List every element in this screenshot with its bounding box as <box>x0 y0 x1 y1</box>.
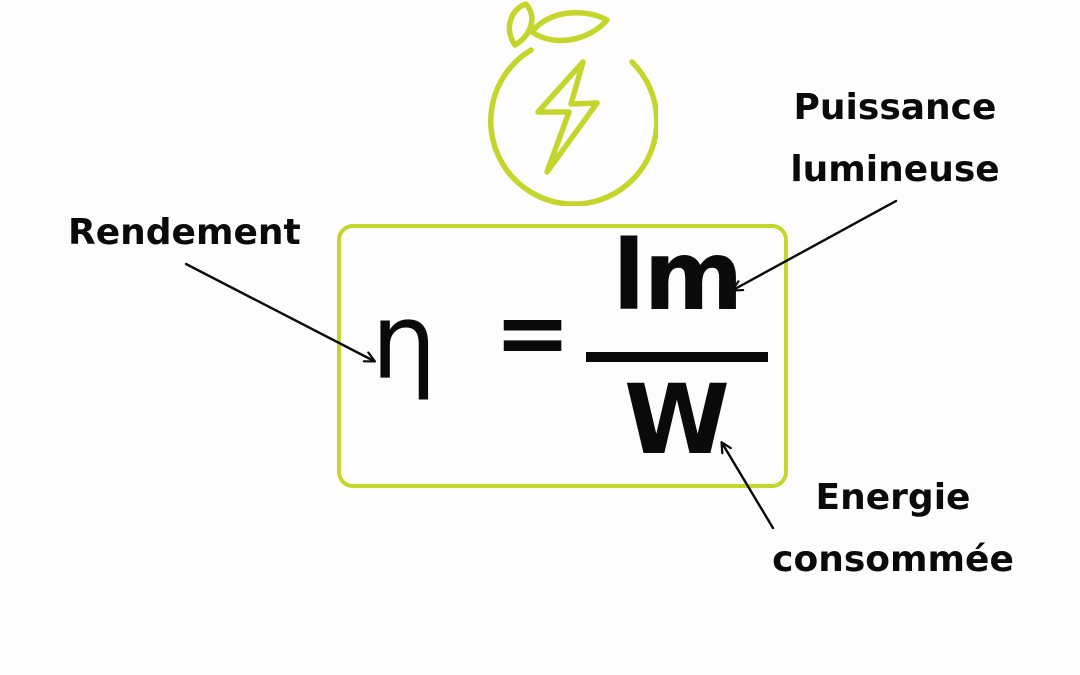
label-rendement: Rendement <box>68 212 301 253</box>
label-energie-line1: Energie <box>815 477 971 518</box>
fraction-bar <box>586 352 768 362</box>
label-energie-line2: consommée <box>772 539 1014 580</box>
fraction-denominator: W <box>624 364 730 476</box>
label-puissance-line2: lumineuse <box>790 149 1000 190</box>
equals-sign: = <box>494 279 572 386</box>
fraction-numerator: lm <box>612 220 744 332</box>
label-puissance-lumineuse: Puissance lumineuse <box>770 77 1020 201</box>
efficiency-symbol: η <box>371 281 437 403</box>
label-energie-consommee: Energie consommée <box>758 467 1028 591</box>
label-puissance-line1: Puissance <box>793 87 997 128</box>
fruit-lightning-icon <box>488 1 658 206</box>
